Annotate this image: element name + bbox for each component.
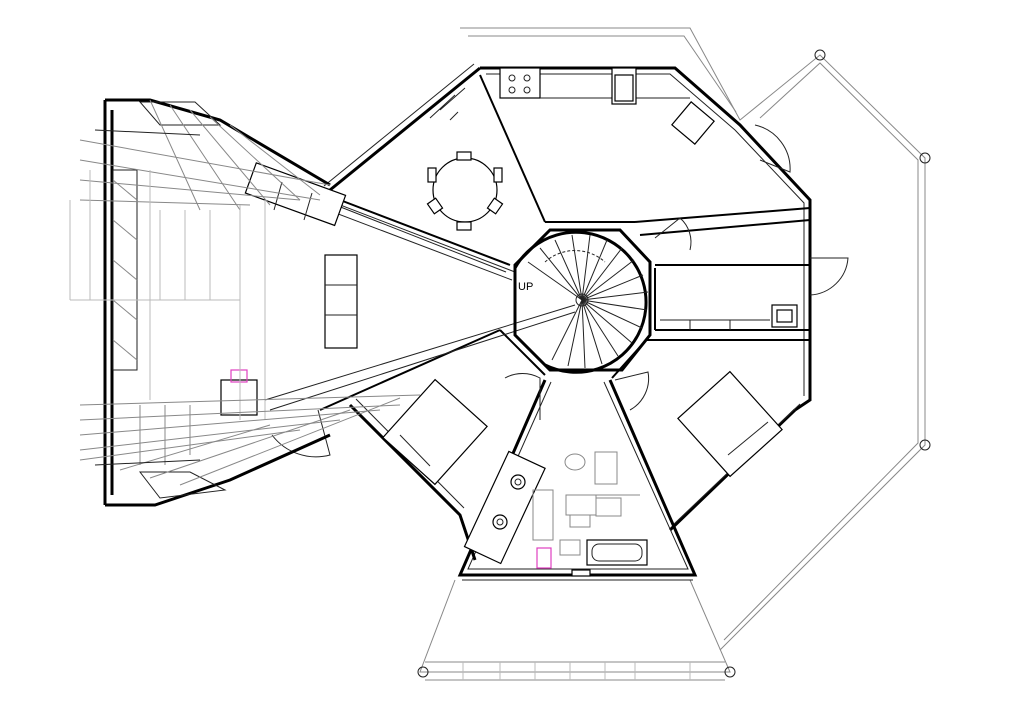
chair [456,151,472,161]
bottom-terrace [417,579,736,681]
fixture-marker [230,369,248,383]
bathroom-fixtures [463,450,648,577]
terrace-post [814,49,826,61]
terrace-post [919,439,931,451]
chair [493,167,503,183]
chair [456,221,472,231]
sofa [244,162,347,227]
fixture-marker [536,547,552,569]
doors [271,124,849,458]
living-furniture [220,162,358,416]
right-terrace [460,27,931,651]
terrace-post [919,152,931,164]
stair-up-label: UP [518,281,533,293]
terrace-post [417,666,429,678]
bed-left [382,378,488,486]
chair [486,197,504,215]
terrace-post [724,666,736,678]
left-wing-structure [69,98,421,507]
bed-right [677,370,783,478]
sofa [324,254,358,349]
kitchen-counter [499,67,715,145]
chair [426,197,444,215]
armchair [220,379,258,416]
utility-room [660,304,798,330]
spiral-staircase: UP [513,228,652,374]
chair [427,167,437,183]
dining-table [426,87,504,231]
